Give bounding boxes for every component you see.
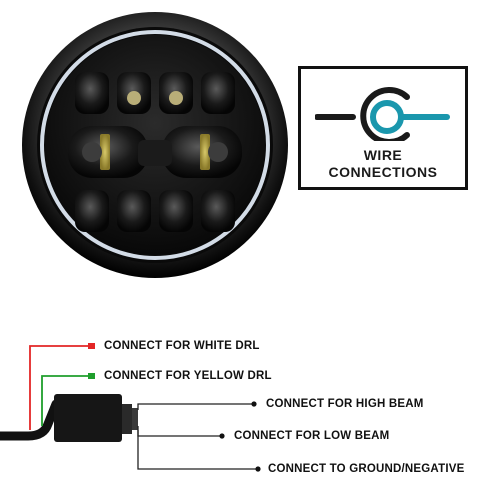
label-yellow-drl: CONNECT FOR YELLOW DRL [104,370,272,382]
red-wire [29,345,90,430]
label-ground: CONNECT TO GROUND/NEGATIVE [268,463,465,475]
ground-dot [255,466,261,472]
high-beam-dot [251,401,257,407]
wiring-diagram [0,343,261,472]
red-wire-tip [88,343,95,349]
green-wire-tip [88,373,95,379]
label-high-beam: CONNECT FOR HIGH BEAM [266,398,424,410]
label-low-beam: CONNECT FOR LOW BEAM [234,430,390,442]
card-title-line-1: WIRE [363,147,403,163]
low-beam-dot [219,433,225,439]
label-white-drl: CONNECT FOR WHITE DRL [104,340,260,352]
green-wire [41,375,90,426]
headlight-image [22,12,288,278]
card-title-line-2: CONNECTIONS [328,164,438,180]
wire-connection-logo-icon [315,87,450,141]
wire-connections-title: WIRE CONNECTIONS [301,147,465,181]
connector-housing [54,394,122,442]
main-cable [0,399,61,441]
wire-connections-card: WIRE CONNECTIONS [298,66,468,190]
low-beam-wire [137,426,220,437]
ground-wire [137,430,256,470]
high-beam-wire [137,403,252,410]
